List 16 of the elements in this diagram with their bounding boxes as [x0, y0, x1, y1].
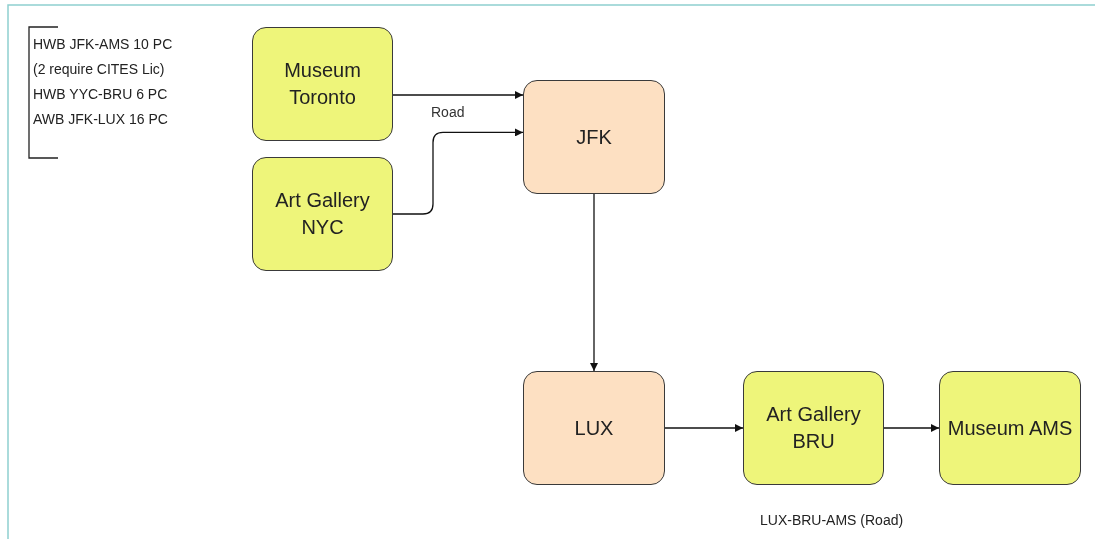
- route-note: LUX-BRU-AMS (Road): [760, 512, 904, 528]
- arrow: [590, 193, 598, 372]
- arrow: [883, 424, 940, 432]
- rounded-box: LUX: [523, 371, 665, 485]
- shipment-note: HWB JFK-AMS 10 PC: [33, 36, 173, 52]
- arrow: [392, 91, 524, 99]
- arrow: [664, 424, 744, 432]
- rounded-box: Museum Toronto: [252, 27, 393, 141]
- arrow: [392, 128, 524, 215]
- shipment-note: AWB JFK-LUX 16 PC: [33, 111, 168, 127]
- rounded-box: Art Gallery BRU: [743, 371, 884, 485]
- rounded-box: Art Gallery NYC: [252, 157, 393, 271]
- rounded-box: Museum AMS: [939, 371, 1081, 485]
- shipment-note: HWB YYC-BRU 6 PC: [33, 86, 168, 102]
- rounded-box: JFK: [523, 80, 665, 194]
- shipment-note: (2 require CITES Lic): [33, 61, 165, 77]
